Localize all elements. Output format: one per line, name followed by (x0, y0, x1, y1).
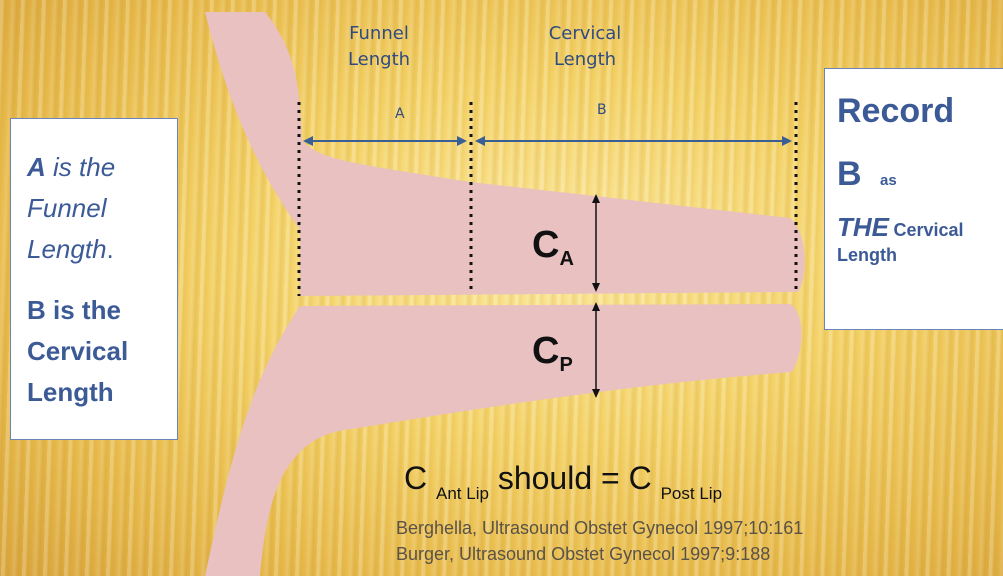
period: . (107, 234, 114, 264)
funnel-header-line1: Funnel (334, 21, 424, 47)
record-the-line: THE Cervical (837, 212, 1003, 243)
segment-a-label: A (395, 106, 405, 122)
cp-subscript: P (559, 354, 572, 376)
definition-line-3: Length. (27, 229, 177, 270)
a-letter: A (27, 152, 46, 182)
definition-box: A is the Funnel Length. B is the Cervica… (10, 118, 178, 440)
reference-1: Berghella, Ultrasound Obstet Gynecol 199… (396, 518, 803, 539)
record-as-text: as (880, 172, 897, 189)
record-cervical-text: Cervical (893, 220, 963, 240)
cervical-arrow-left-head (475, 136, 485, 146)
cervical-arrow-right-head (782, 136, 792, 146)
record-the-text: THE (837, 212, 889, 242)
spacer (27, 270, 177, 290)
funnel-header-line2: Length (334, 47, 424, 73)
definition-line-2: Funnel (27, 188, 177, 229)
posterior-arrow-bottom-head (592, 389, 600, 398)
equation-should: should = C (498, 460, 652, 496)
record-length-text: Length (837, 245, 1003, 266)
record-title: Record (837, 85, 1003, 137)
record-box: Record B as THE Cervical Length (824, 68, 1003, 330)
funnel-length-header: Funnel Length (334, 21, 424, 73)
length-text: Length (27, 234, 107, 264)
equation-ant-lip: Ant Lip (436, 484, 489, 503)
is-the-text: is the (46, 152, 115, 182)
definition-line-4: B is the (27, 290, 177, 331)
reference-2: Burger, Ultrasound Obstet Gynecol 1997;9… (396, 544, 770, 565)
anterior-lip-shape (205, 12, 805, 296)
ca-subscript: A (559, 248, 573, 270)
equation-c1: C (404, 460, 427, 496)
cervical-header-line2: Length (535, 47, 635, 73)
ca-label: CA (532, 224, 574, 267)
definition-line-5: Cervical (27, 331, 177, 372)
cp-main: C (532, 330, 559, 372)
ca-main: C (532, 224, 559, 266)
segment-b-label: B (597, 102, 607, 118)
cervical-header-line1: Cervical (535, 21, 635, 47)
equation: C Ant Lip should = C Post Lip (404, 460, 722, 497)
equation-post-lip: Post Lip (661, 484, 722, 503)
definition-line-1: A is the (27, 147, 177, 188)
cervical-length-header: Cervical Length (535, 21, 635, 73)
definition-line-6: Length (27, 372, 177, 413)
record-b-line: B as (837, 155, 1003, 194)
funnel-arrow-right-head (457, 136, 467, 146)
cp-label: CP (532, 330, 573, 373)
record-b-letter: B (837, 155, 862, 193)
